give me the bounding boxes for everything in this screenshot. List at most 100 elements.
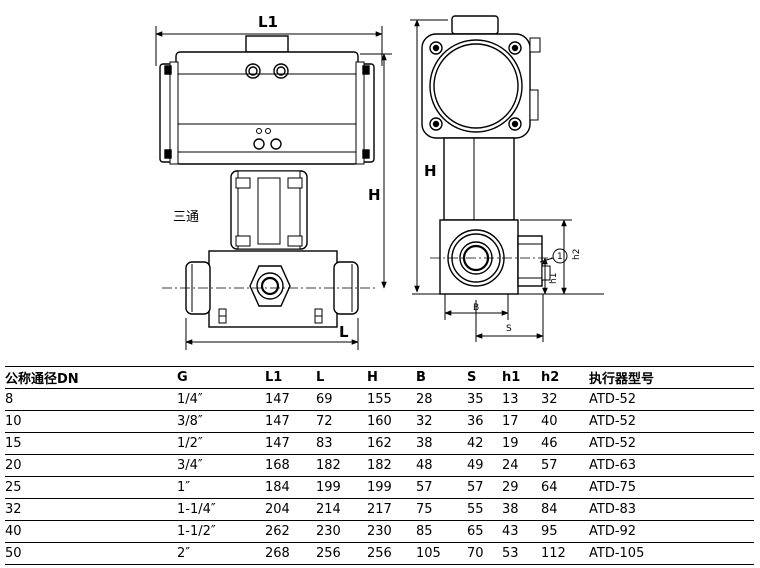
table-cell: ATD-52 (589, 388, 754, 411)
label-L: L (339, 323, 349, 341)
column-header: B (416, 366, 467, 389)
table-cell: 199 (316, 476, 367, 499)
table-cell: 217 (367, 498, 416, 521)
table-cell: 40 (541, 410, 589, 433)
table-cell: 256 (316, 542, 367, 565)
table-cell: 48 (416, 454, 467, 477)
column-header: L1 (265, 366, 316, 389)
table-cell: 1/4″ (177, 388, 265, 411)
table-cell: 19 (502, 432, 541, 455)
valve-technical-drawing: L1 L H 三通 (155, 13, 604, 350)
table-cell: 147 (265, 432, 316, 455)
table-cell: 70 (467, 542, 502, 565)
table-cell: 50 (5, 542, 177, 565)
table-cell: 168 (265, 454, 316, 477)
column-header: 执行器型号 (589, 366, 754, 389)
table-cell: ATD-63 (589, 454, 754, 477)
table-cell: 95 (541, 520, 589, 543)
table-cell: ATD-83 (589, 498, 754, 521)
table-cell: 35 (467, 388, 502, 411)
table-cell: 32 (416, 410, 467, 433)
table-cell: 43 (502, 520, 541, 543)
table-cell: 25 (5, 476, 177, 499)
column-header: G (177, 366, 265, 389)
table-cell: ATD-92 (589, 520, 754, 543)
column-header: L (316, 366, 367, 389)
table-cell: 55 (467, 498, 502, 521)
table-cell: 36 (467, 410, 502, 433)
table-cell: 2″ (177, 542, 265, 565)
table-cell: 1″ (177, 476, 265, 499)
table-cell: 32 (5, 498, 177, 521)
table-cell: 147 (265, 410, 316, 433)
table-cell: 3/8″ (177, 410, 265, 433)
table-cell: 32 (541, 388, 589, 411)
column-header: 公称通径DN (5, 366, 177, 389)
label-H: H (368, 186, 381, 204)
table-cell: 57 (416, 476, 467, 499)
table-cell: 85 (416, 520, 467, 543)
table-cell: ATD-105 (589, 542, 754, 565)
table-cell: 49 (467, 454, 502, 477)
table-cell: 75 (416, 498, 467, 521)
table-cell: 214 (316, 498, 367, 521)
table-cell: 256 (367, 542, 416, 565)
table-cell: 13 (502, 388, 541, 411)
column-header: S (467, 366, 502, 389)
table-cell: 199 (367, 476, 416, 499)
table-cell: 182 (367, 454, 416, 477)
table-cell: 230 (316, 520, 367, 543)
table-cell: 20 (5, 454, 177, 477)
table-cell: 8 (5, 388, 177, 411)
column-header: h2 (541, 366, 589, 389)
table-cell: 64 (541, 476, 589, 499)
table-cell: 1-1/2″ (177, 520, 265, 543)
table-cell: 3/4″ (177, 454, 265, 477)
table-cell: 38 (502, 498, 541, 521)
front-view (155, 26, 392, 350)
label-circle-1: 1 (557, 252, 563, 262)
column-header: H (367, 366, 416, 389)
label-H-side: H (424, 162, 437, 180)
label-h1: h1 (549, 273, 559, 284)
label-h2: h2 (572, 249, 582, 260)
table-cell: 160 (367, 410, 416, 433)
label-three-way: 三通 (173, 210, 199, 225)
table-cell: 29 (502, 476, 541, 499)
column-header: h1 (502, 366, 541, 389)
side-view (410, 15, 604, 342)
table-cell: 57 (541, 454, 589, 477)
table-cell: 28 (416, 388, 467, 411)
table-cell: 69 (316, 388, 367, 411)
table-cell: ATD-52 (589, 410, 754, 433)
table-cell: 53 (502, 542, 541, 565)
table-cell: ATD-75 (589, 476, 754, 499)
table-cell: 162 (367, 432, 416, 455)
table-cell: 1-1/4″ (177, 498, 265, 521)
table-cell: 57 (467, 476, 502, 499)
table-cell: 84 (541, 498, 589, 521)
table-cell: 268 (265, 542, 316, 565)
table-cell: 105 (416, 542, 467, 565)
table-cell: 72 (316, 410, 367, 433)
table-cell: 42 (467, 432, 502, 455)
table-cell: 184 (265, 476, 316, 499)
label-S: S (506, 324, 512, 334)
table-cell: 83 (316, 432, 367, 455)
table-cell: 112 (541, 542, 589, 565)
table-cell: 204 (265, 498, 316, 521)
table-cell: 65 (467, 520, 502, 543)
table-cell: 182 (316, 454, 367, 477)
table-cell: 46 (541, 432, 589, 455)
label-L1: L1 (258, 13, 278, 31)
table-cell: 1/2″ (177, 432, 265, 455)
table-cell: 40 (5, 520, 177, 543)
